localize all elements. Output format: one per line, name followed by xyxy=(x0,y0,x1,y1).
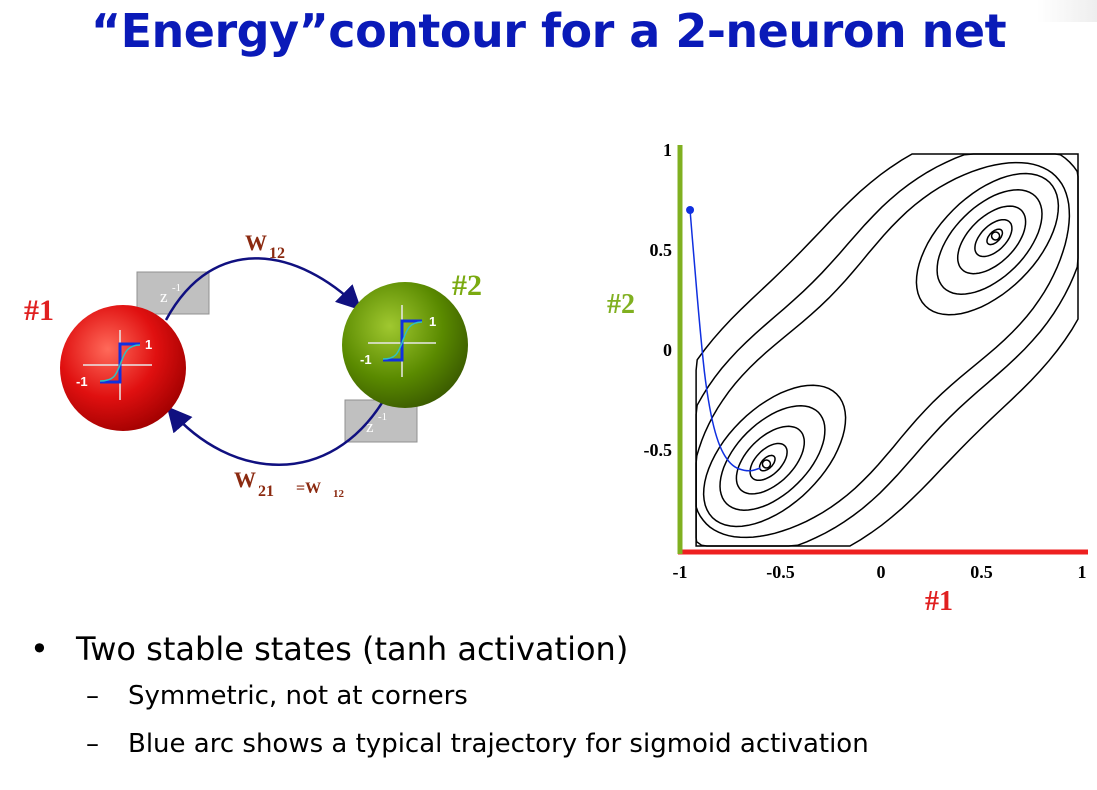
bullet-sub-2-text: Blue arc shows a typical trajectory for … xyxy=(128,729,869,759)
x-tick-label: 0 xyxy=(877,562,886,582)
x-tick-label: -1 xyxy=(673,562,688,582)
neuron-1-label: #1 xyxy=(24,294,54,327)
minimum-marker xyxy=(990,231,1001,241)
bullet-main-text: Two stable states (tanh activation) xyxy=(76,630,629,668)
activation-icon-1: 1 -1 xyxy=(76,330,152,400)
y-axis-label: #2 xyxy=(607,289,635,320)
x-tick-label: 1 xyxy=(1078,562,1087,582)
activation-neg-2: -1 xyxy=(360,352,372,367)
activation-pos-2: 1 xyxy=(429,314,436,329)
activation-icon-2: 1 -1 xyxy=(360,305,436,377)
y-tick-label: -0.5 xyxy=(644,440,673,460)
bullet-dot: • xyxy=(30,630,49,668)
bullet-list: • Two stable states (tanh activation) – … xyxy=(30,626,869,768)
bullet-sub-1: – Symmetric, not at corners xyxy=(30,672,869,720)
contour-line xyxy=(956,205,1027,275)
y-tick-label: 0.5 xyxy=(650,240,673,260)
slide-title: “Energy”contour for a 2-neuron net xyxy=(90,4,1007,58)
minima-layer xyxy=(761,231,1001,469)
contour-line xyxy=(749,442,788,482)
network-diagram: z -1 z -1 1 -1 1 -1 #1 #2 W 12 W 21 =W 1… xyxy=(24,230,482,500)
w12-label: W xyxy=(245,230,267,255)
activation-neg-1: -1 xyxy=(76,374,88,389)
bullet-sub-2: – Blue arc shows a typical trajectory fo… xyxy=(30,720,869,768)
contour-line xyxy=(915,172,1060,316)
bullet-dash-1: – xyxy=(86,681,99,711)
neuron-2 xyxy=(342,282,468,408)
y-tick-label: 1 xyxy=(663,140,672,160)
w12-sub: 12 xyxy=(269,245,285,262)
contour-line xyxy=(974,218,1013,258)
neuron-2-label: #2 xyxy=(452,269,482,302)
w21-eq-sub: 12 xyxy=(333,488,345,500)
arrow-w21 xyxy=(166,397,387,466)
neuron-1 xyxy=(60,305,186,431)
y-tick-label: 0 xyxy=(663,340,672,360)
contour-lines xyxy=(695,153,1079,547)
delay-exp-1: -1 xyxy=(172,282,181,294)
bullet-main: • Two stable states (tanh activation) xyxy=(30,626,869,672)
x-axis-label: #1 xyxy=(925,586,953,617)
w21-eq: =W xyxy=(296,480,321,497)
trajectory-start xyxy=(686,206,695,214)
activation-pos-1: 1 xyxy=(145,337,152,352)
contour-line xyxy=(936,189,1043,295)
contour-line xyxy=(735,425,806,495)
contour-line xyxy=(695,153,1079,547)
bullet-sub-1-text: Symmetric, not at corners xyxy=(128,681,468,711)
delay-label-1: z xyxy=(160,287,168,306)
w21-sub: 21 xyxy=(258,483,274,500)
corner-shade xyxy=(1037,0,1097,22)
contour-line xyxy=(719,405,826,511)
delay-exp-2: -1 xyxy=(378,411,387,423)
minimum-marker xyxy=(761,459,772,469)
contour-line xyxy=(986,228,1004,246)
trajectory-path xyxy=(689,209,761,472)
x-tick-label: 0.5 xyxy=(970,562,993,582)
x-tick-label: -0.5 xyxy=(766,562,795,582)
contour-line xyxy=(758,454,776,472)
tick-labels: -1 -0.5 0 0.5 1 1 0.5 0 -0.5 xyxy=(644,140,1087,582)
contour-line xyxy=(695,161,1071,539)
delay-label-2: z xyxy=(366,417,374,436)
w21-label: W xyxy=(234,467,256,492)
arrow-w12 xyxy=(164,257,362,321)
contour-line xyxy=(695,153,1079,547)
trajectory-layer xyxy=(686,206,761,472)
contour-line xyxy=(702,384,847,528)
energy-contour-plot: -1 -0.5 0 0.5 1 1 0.5 0 -0.5 #1 #2 xyxy=(607,140,1088,617)
bullet-dash-2: – xyxy=(86,729,99,759)
